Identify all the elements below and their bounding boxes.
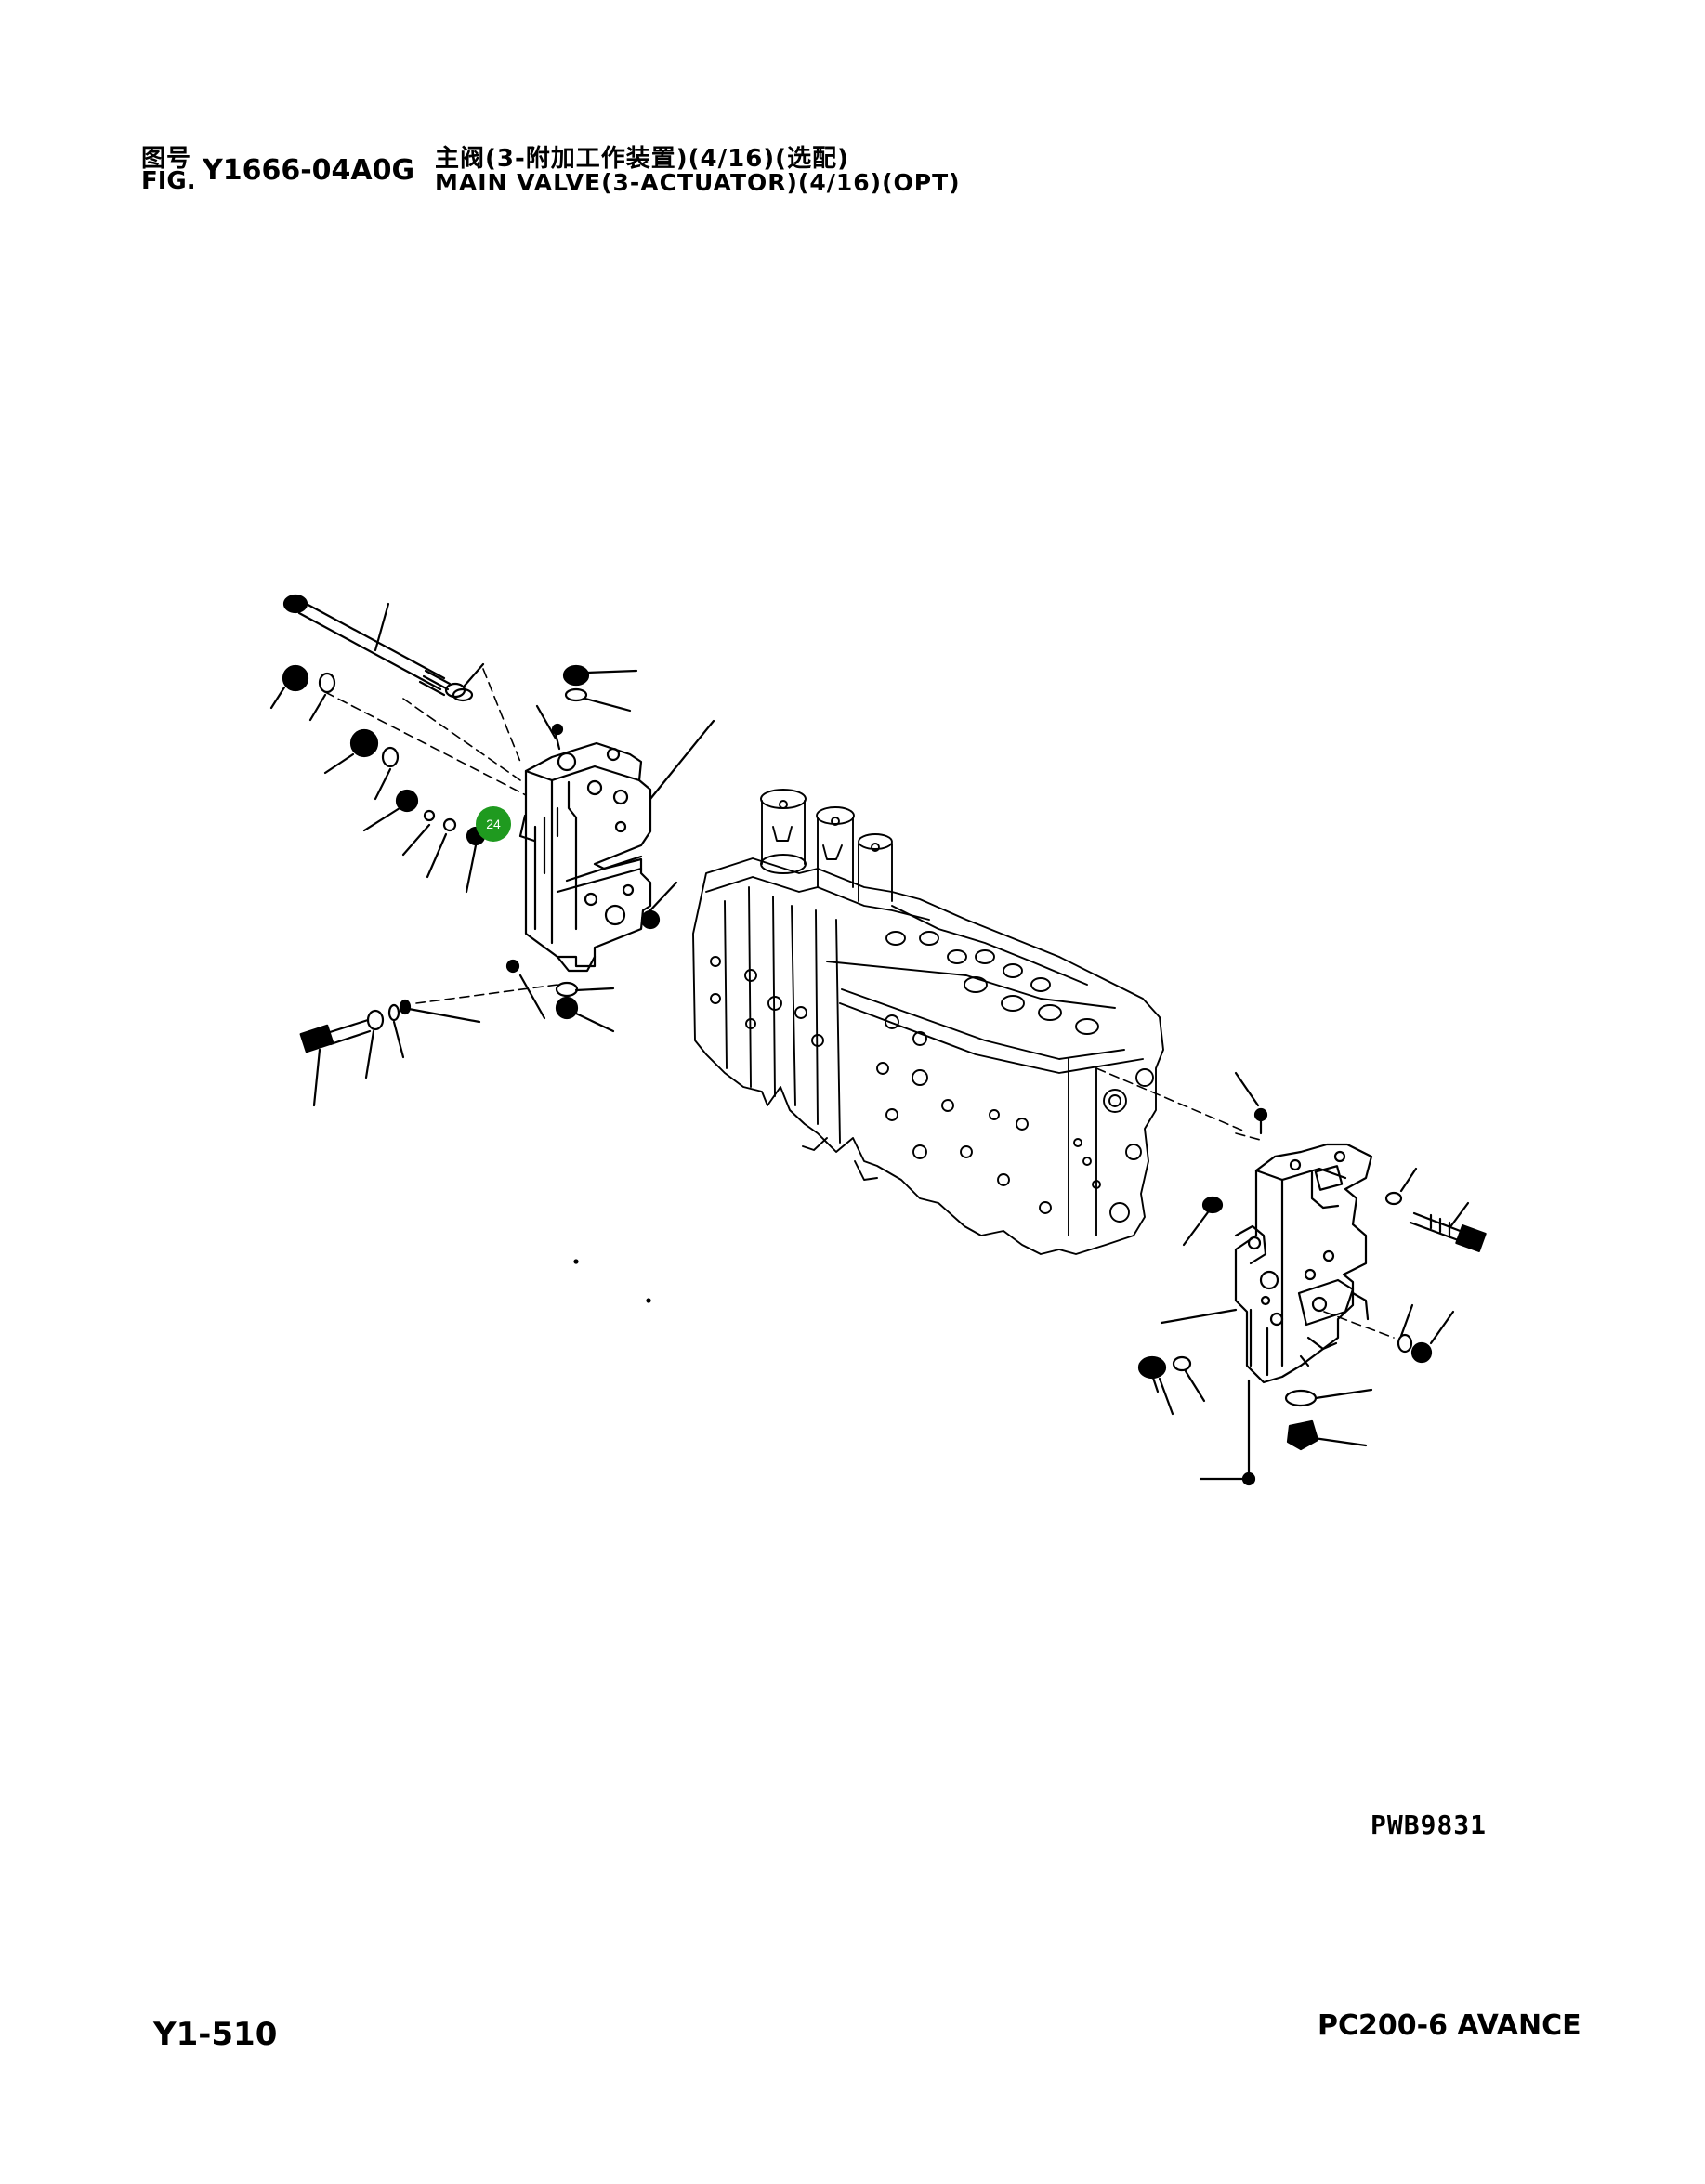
figure-header: 图号 FIG. Y1666-04A0G 主阀(3-附加工作装置)(4/16)(选… bbox=[141, 139, 1070, 204]
left-valve-section bbox=[518, 719, 715, 973]
main-valve-body bbox=[692, 789, 1164, 1255]
top-washers-left bbox=[452, 662, 638, 751]
right-fasteners bbox=[1137, 1071, 1487, 1486]
page-number: Y1-510 bbox=[153, 2016, 278, 2053]
left-plug-upper bbox=[269, 664, 486, 894]
figure-number: Y1666-04A0G bbox=[203, 154, 415, 187]
drawing-code: PWB9831 bbox=[1371, 1810, 1488, 1840]
part-callout-24[interactable]: 24 bbox=[476, 806, 511, 842]
alignment-lines bbox=[324, 668, 1395, 1339]
model-name: PC200-6 AVANCE bbox=[1318, 2009, 1581, 2042]
figure-title-cn: 主阀(3-附加工作装置)(4/16)(选配) bbox=[435, 145, 849, 173]
right-valve-section bbox=[1234, 1143, 1373, 1384]
figure-label-en: FIG. bbox=[141, 167, 196, 195]
figure-title-en: MAIN VALVE(3-ACTUATOR)(4/16)(OPT) bbox=[435, 169, 961, 196]
lower-left-bolts bbox=[299, 959, 615, 1107]
tie-bolt bbox=[282, 594, 466, 699]
figure-label-cn: 图号 bbox=[141, 145, 192, 173]
